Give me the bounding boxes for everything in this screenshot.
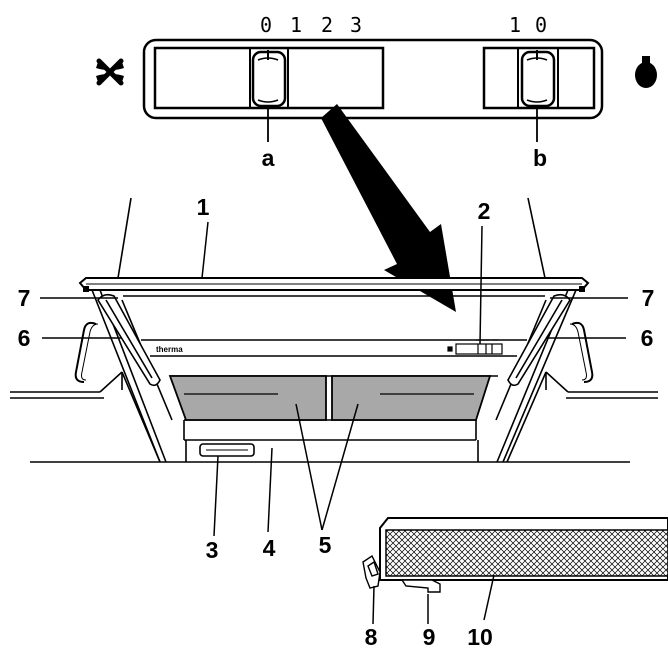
leader-lines [40,221,628,625]
grease-filter-left[interactable] [168,375,327,421]
callout-10: 10 [467,624,493,650]
callout-6-right: 6 [641,325,654,351]
callout-9: 9 [423,624,436,650]
light-scale-1: 1 [509,13,521,37]
fan-icon [96,58,124,86]
callout-b: b [533,145,547,171]
grease-filter-right[interactable] [331,375,492,421]
zoom-arrow [321,104,456,312]
lamp-cover[interactable] [199,443,255,457]
light-scale-0: 0 [535,13,547,37]
fan-scale-1: 1 [290,13,302,37]
callout-2: 2 [478,198,491,224]
charcoal-filter [379,517,668,581]
bulb-icon [635,56,657,88]
callout-7-right: 7 [642,285,655,311]
fan-scale-2: 2 [321,13,333,37]
fan-scale-0: 0 [260,13,272,37]
callout-1: 1 [197,194,210,220]
callout-6-left: 6 [18,325,31,351]
brand-logo: therma [156,345,183,354]
fan-speed-switch[interactable] [251,50,287,108]
fan-scale-3: 3 [350,13,362,37]
light-switch[interactable] [520,50,556,108]
hood-control-strip[interactable] [447,339,503,355]
filter-tab-9 [400,579,441,593]
callout-8: 8 [365,624,378,650]
callout-7-left: 7 [18,285,31,311]
filter-clip-8 [362,554,381,589]
callout-4: 4 [263,535,276,561]
callout-a: a [262,145,275,171]
callout-5: 5 [319,532,332,558]
callout-3: 3 [206,537,219,563]
range-hood [10,197,658,463]
